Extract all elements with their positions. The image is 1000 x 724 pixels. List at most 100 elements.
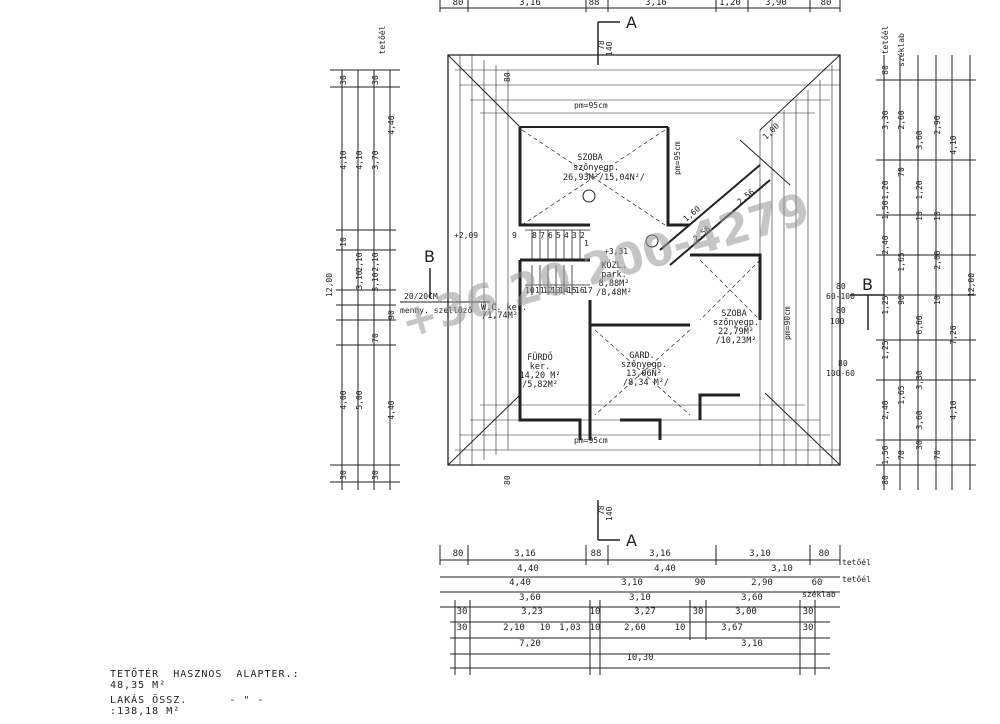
bottom-dim: 30 <box>693 607 704 617</box>
left-dim: 3,70 <box>371 150 380 169</box>
left-dim: 30 <box>371 75 380 85</box>
misc-dim: 80 <box>503 72 512 82</box>
misc-dim: 140 <box>605 506 614 521</box>
section-a-label-bottom: A <box>626 531 637 550</box>
left-dim: 10 <box>339 237 348 247</box>
right-mark: 80 <box>838 359 848 368</box>
bottom-dim: 3,10 <box>741 639 763 649</box>
right-dim: 30 <box>915 440 924 450</box>
room-szoba2-floor: szőnyegp. <box>713 318 759 328</box>
level-plus: +2,09 <box>454 231 478 240</box>
section-b-label-right: B <box>862 275 873 294</box>
top-dim-1: 80 <box>453 0 464 8</box>
right-dim: 10 <box>933 211 942 221</box>
bottom-label: tetőél <box>842 557 871 567</box>
right-dim: 4,10 <box>949 135 958 154</box>
right-dim: 3,30 <box>881 110 890 129</box>
footer-total-area: LAKÁS ÖSSZ. - " - :138,18 M² <box>96 684 265 717</box>
pm-top-note: pm=95cm <box>574 101 608 110</box>
stair-num: 13 <box>551 286 561 295</box>
room-szoba2-name: SZOBA <box>721 309 747 319</box>
bottom-dim: 3,60 <box>741 593 763 603</box>
stair-num: 6 <box>548 231 553 240</box>
bottom-dim: 30 <box>457 623 468 633</box>
left-dim: 2,10 <box>355 252 364 271</box>
right-dim: 6,60 <box>915 315 924 334</box>
vent-size: 20/20CM <box>404 292 438 301</box>
right-dim: 7,20 <box>949 325 958 344</box>
left-dim: 4,10 <box>355 150 364 169</box>
room-wc-name: W.C. ker. <box>481 303 527 313</box>
right-dim: 2,90 <box>933 115 942 134</box>
right-dim: 70 <box>933 450 942 460</box>
top-dim-6: 3,90 <box>765 0 787 8</box>
stair-num: 16 <box>575 286 585 295</box>
footer-total-area-label: LAKÁS ÖSSZ. - " - <box>110 695 265 706</box>
left-tetoel: tetőél <box>377 25 387 54</box>
room-gard-name: GARD. <box>629 351 655 361</box>
right-dim: 4,10 <box>949 400 958 419</box>
room-szoba2-area2: /10,23M² <box>716 336 757 346</box>
bottom-dim: 1,03 <box>559 623 581 633</box>
top-dim-3: 88 <box>589 0 600 8</box>
right-mark: 100 <box>830 317 845 326</box>
bottom-dim: 30 <box>803 623 814 633</box>
right-dim: 10 <box>915 211 924 221</box>
left-dim: 3,10 <box>371 272 380 291</box>
room-furdo-area2: /5,82M² <box>522 380 558 390</box>
right-dim: 3,60 <box>915 410 924 429</box>
right-dim: 70 <box>897 450 906 460</box>
stair-num: 11 <box>535 286 545 295</box>
left-dim: 30 <box>339 75 348 85</box>
left-dim: 70 <box>371 333 380 343</box>
section-b-label-left: B <box>424 247 435 266</box>
misc-dim: 78 <box>597 505 606 515</box>
right-dim: 1,50 <box>881 200 890 219</box>
left-total: 12,00 <box>325 273 334 297</box>
right-dim: 1,20 <box>915 180 924 199</box>
right-mark: 60-100 <box>826 292 855 301</box>
bottom-dim: 2,10 <box>503 623 525 633</box>
bottom-dim: 3,60 <box>519 593 541 603</box>
bottom-dim: 3,10 <box>629 593 651 603</box>
bottom-dim: 30 <box>457 607 468 617</box>
stair-num: 15 <box>567 286 577 295</box>
bottom-dim: 3,10 <box>749 549 771 559</box>
right-dim: 10 <box>933 295 942 305</box>
bottom-dim: 3,00 <box>735 607 757 617</box>
pm-side-note: pm=95cm <box>673 141 682 175</box>
bottom-dim: 2,60 <box>624 623 646 633</box>
right-dim: 90 <box>897 295 906 305</box>
stair-num: 1 <box>584 239 589 248</box>
bottom-dim: 10 <box>540 623 551 633</box>
stair-num: 8 <box>532 231 537 240</box>
right-mark: 80 <box>836 282 846 291</box>
stair-num: 4 <box>564 231 569 240</box>
left-dim: 5,00 <box>355 390 364 409</box>
right-label: széklab <box>896 33 906 67</box>
stair-num: 2 <box>580 231 585 240</box>
footer-usable-area-label: TETŐTÉR HASZNOS ALAPTER.: <box>110 669 300 680</box>
bottom-dim: 3,10 <box>771 564 793 574</box>
footer-total-area-value: :138,18 M² <box>110 706 181 717</box>
right-dim: 1,20 <box>881 180 890 199</box>
stair-num: 5 <box>556 231 561 240</box>
right-mark: 80 <box>836 306 846 315</box>
right-dim: 3,30 <box>915 370 924 389</box>
bottom-dim: 3,23 <box>521 607 543 617</box>
level-plus2: +3,31 <box>604 247 628 256</box>
bottom-dim: 30 <box>803 607 814 617</box>
right-dim: 1,65 <box>897 385 906 404</box>
room-szoba2-area: 22,79M² <box>718 327 754 337</box>
room-kozl-name: KÖZL. <box>601 260 627 271</box>
right-dim: 1,25 <box>881 340 890 359</box>
room-szoba1-area: 26,93M²/15,04N²/ <box>563 173 645 183</box>
bottom-dim: 80 <box>453 549 464 559</box>
bottom-dim: 10 <box>590 607 601 617</box>
stair-num: 12 <box>543 286 553 295</box>
stair-num: 17 <box>583 286 593 295</box>
room-wc-area: /1,74M² <box>482 311 518 321</box>
right-dim: 1,25 <box>881 295 890 314</box>
right-total: 12,00 <box>967 273 976 297</box>
